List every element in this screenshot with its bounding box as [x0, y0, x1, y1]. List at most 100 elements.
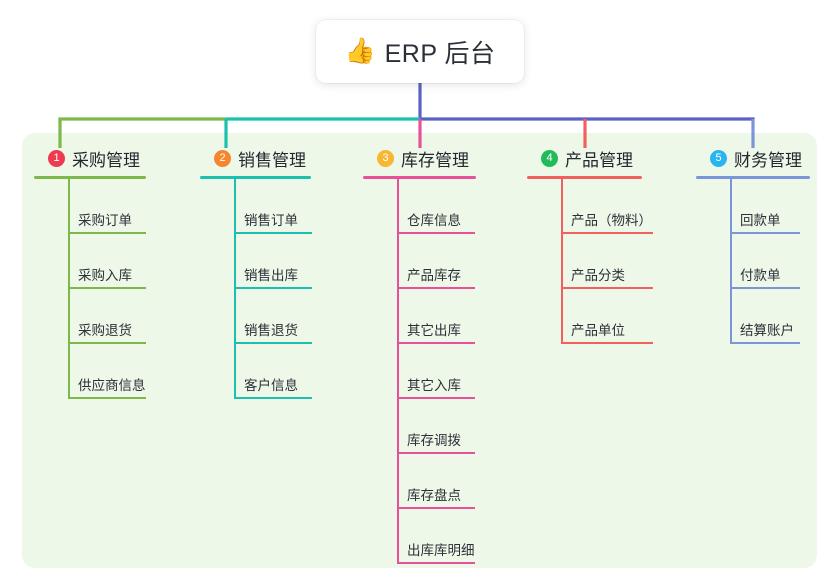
- list-item-rule: [397, 452, 475, 454]
- list-item-rule: [234, 232, 312, 234]
- list-item-label: 客户信息: [244, 378, 298, 393]
- column-items: 销售订单销售出库销售退货客户信息: [200, 179, 347, 399]
- column-title: 库存管理: [401, 150, 469, 170]
- column-items: 仓库信息产品库存其它出库其它入库库存调拨库存盘点出库库明细: [363, 179, 511, 564]
- column-spine: [234, 179, 236, 399]
- root-node-erp-backend[interactable]: 👍 ERP 后台: [316, 20, 524, 83]
- column-产品管理: 4 产品管理产品（物料） 产品分类产品单位: [527, 145, 672, 344]
- list-item-rule: [561, 287, 653, 289]
- column-header-rule: [200, 176, 311, 179]
- list-item[interactable]: 仓库信息: [363, 179, 511, 234]
- column-items: 产品（物料） 产品分类产品单位: [527, 179, 672, 344]
- list-item-rule: [730, 287, 800, 289]
- column-header-rule: [363, 176, 476, 179]
- list-item-rule: [397, 287, 475, 289]
- column-index-badge: 1: [48, 149, 65, 167]
- list-item-label: 出库库明细: [407, 543, 475, 558]
- list-item-label: 其它入库: [407, 378, 461, 393]
- list-item-rule: [234, 287, 312, 289]
- list-item-label: 供应商信息: [78, 378, 146, 393]
- column-header-rule: [527, 176, 642, 179]
- column-header-1[interactable]: 1 采购管理: [34, 145, 186, 171]
- column-index-badge: 2: [214, 149, 231, 167]
- list-item-rule: [561, 342, 653, 344]
- column-spine: [730, 179, 732, 344]
- list-item[interactable]: 采购订单: [34, 179, 186, 234]
- list-item-rule: [561, 232, 653, 234]
- column-spine: [397, 179, 399, 564]
- column-spine: [68, 179, 70, 399]
- list-item-label: 销售出库: [244, 268, 298, 283]
- column-title: 产品管理: [565, 150, 633, 170]
- column-index-badge: 5: [710, 149, 727, 167]
- list-item-label: 采购入库: [78, 268, 132, 283]
- list-item[interactable]: 采购入库: [34, 234, 186, 289]
- list-item-rule: [234, 342, 312, 344]
- list-item-label: 销售退货: [244, 323, 298, 338]
- list-item[interactable]: 库存盘点: [363, 454, 511, 509]
- list-item-rule: [68, 232, 146, 234]
- column-销售管理: 2 销售管理销售订单销售出库销售退货客户信息: [200, 145, 347, 399]
- list-item[interactable]: 产品单位: [527, 289, 672, 344]
- list-item-label: 库存调拨: [407, 433, 461, 448]
- list-item-label: 采购退货: [78, 323, 132, 338]
- list-item[interactable]: 销售订单: [200, 179, 347, 234]
- diagram-background-panel: [22, 133, 817, 568]
- list-item[interactable]: 其它入库: [363, 344, 511, 399]
- list-item[interactable]: 产品（物料）: [527, 179, 672, 234]
- list-item-rule: [397, 232, 475, 234]
- list-item[interactable]: 销售出库: [200, 234, 347, 289]
- column-库存管理: 3 库存管理仓库信息产品库存其它出库其它入库库存调拨库存盘点出库库明细: [363, 145, 511, 564]
- list-item-rule: [397, 507, 475, 509]
- list-item[interactable]: 结算账户: [696, 289, 836, 344]
- list-item-label: 产品库存: [407, 268, 461, 283]
- list-item-rule: [397, 397, 475, 399]
- list-item[interactable]: 供应商信息: [34, 344, 186, 399]
- list-item-rule: [397, 342, 475, 344]
- list-item[interactable]: 产品分类: [527, 234, 672, 289]
- list-item[interactable]: 客户信息: [200, 344, 347, 399]
- column-header-3[interactable]: 3 库存管理: [363, 145, 511, 171]
- column-items: 回款单付款单结算账户: [696, 179, 836, 344]
- list-item[interactable]: 采购退货: [34, 289, 186, 344]
- list-item[interactable]: 库存调拨: [363, 399, 511, 454]
- list-item-label: 产品分类: [571, 268, 625, 283]
- list-item[interactable]: 其它出库: [363, 289, 511, 344]
- root-node-title: ERP 后台: [384, 39, 496, 68]
- list-item-rule: [730, 232, 800, 234]
- column-index-badge: 3: [377, 149, 394, 167]
- column-title: 销售管理: [238, 150, 306, 170]
- list-item-label: 仓库信息: [407, 213, 461, 228]
- list-item-label: 产品（物料）: [571, 213, 652, 228]
- column-header-rule: [34, 176, 146, 179]
- list-item-rule: [68, 397, 146, 399]
- list-item[interactable]: 回款单: [696, 179, 836, 234]
- column-spine: [561, 179, 563, 344]
- list-item-rule: [68, 287, 146, 289]
- column-index-badge: 4: [541, 149, 558, 167]
- list-item[interactable]: 出库库明细: [363, 509, 511, 564]
- list-item-label: 结算账户: [740, 323, 794, 338]
- list-item[interactable]: 付款单: [696, 234, 836, 289]
- list-item-label: 回款单: [740, 213, 781, 228]
- list-item-rule: [234, 397, 312, 399]
- column-header-rule: [696, 176, 810, 179]
- column-header-2[interactable]: 2 销售管理: [200, 145, 347, 171]
- list-item-label: 采购订单: [78, 213, 132, 228]
- list-item-rule: [68, 342, 146, 344]
- list-item-rule: [730, 342, 800, 344]
- list-item-label: 其它出库: [407, 323, 461, 338]
- column-header-4[interactable]: 4 产品管理: [527, 145, 672, 171]
- thumbs-up-icon: 👍: [344, 37, 376, 65]
- column-title: 采购管理: [72, 150, 140, 170]
- list-item-label: 库存盘点: [407, 488, 461, 503]
- column-采购管理: 1 采购管理采购订单采购入库采购退货供应商信息: [34, 145, 186, 399]
- list-item[interactable]: 产品库存: [363, 234, 511, 289]
- list-item-label: 销售订单: [244, 213, 298, 228]
- list-item-rule: [397, 562, 475, 564]
- list-item-label: 付款单: [740, 268, 781, 283]
- list-item[interactable]: 销售退货: [200, 289, 347, 344]
